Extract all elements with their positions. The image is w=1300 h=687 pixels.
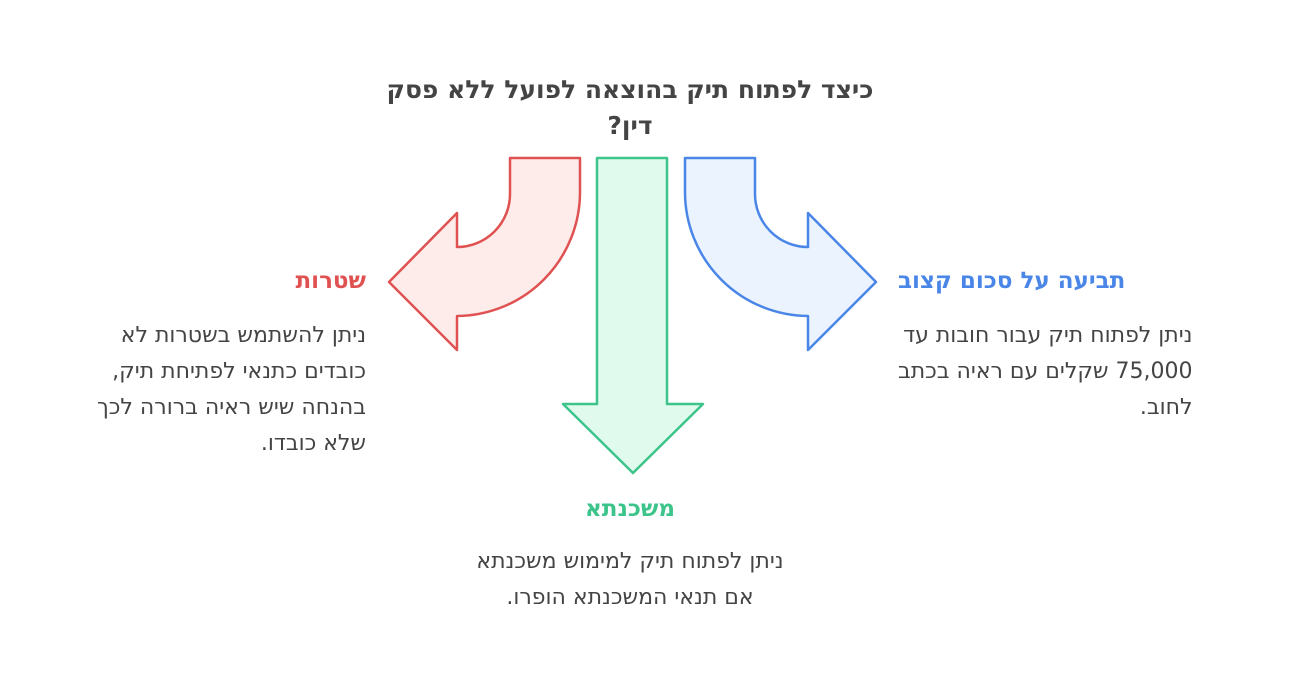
center-text: ניתן לפתוח תיק למימוש משכנתא אם תנאי המש… bbox=[380, 544, 880, 616]
text-line: אם תנאי המשכנתא הופרו. bbox=[506, 585, 754, 610]
text-line: ניתן לפתוח תיק עבור חובות עד bbox=[903, 323, 1193, 348]
left-text: ניתן להשתמש בשטרות לא כובדים כתנאי לפתיח… bbox=[97, 318, 366, 462]
left-arrow bbox=[387, 156, 582, 352]
text-line: בהנחה שיש ראיה ברורה לכך bbox=[96, 395, 366, 420]
text-line: ניתן להשתמש בשטרות לא bbox=[120, 323, 366, 348]
left-heading: שטרות bbox=[295, 268, 366, 294]
text-line: 75,000 שקלים עם ראיה בכתב bbox=[898, 359, 1193, 384]
text-line: שלא כובדו. bbox=[260, 431, 366, 456]
text-line: ניתן לפתוח תיק למימוש משכנתא bbox=[476, 549, 784, 574]
right-text: ניתן לפתוח תיק עבור חובות עד 75,000 שקלי… bbox=[898, 318, 1193, 426]
right-heading: תביעה על סכום קצוב bbox=[898, 268, 1126, 294]
text-line: לחוב. bbox=[1139, 395, 1193, 420]
center-heading: משכנתא bbox=[585, 496, 675, 522]
diagram-title: כיצד לפתוח תיק בהוצאה לפועל ללא פסק דין? bbox=[386, 75, 874, 140]
text-line: כובדים כתנאי לפתיחת תיק, bbox=[112, 359, 366, 384]
right-arrow bbox=[683, 156, 878, 352]
down-arrow bbox=[561, 156, 705, 475]
